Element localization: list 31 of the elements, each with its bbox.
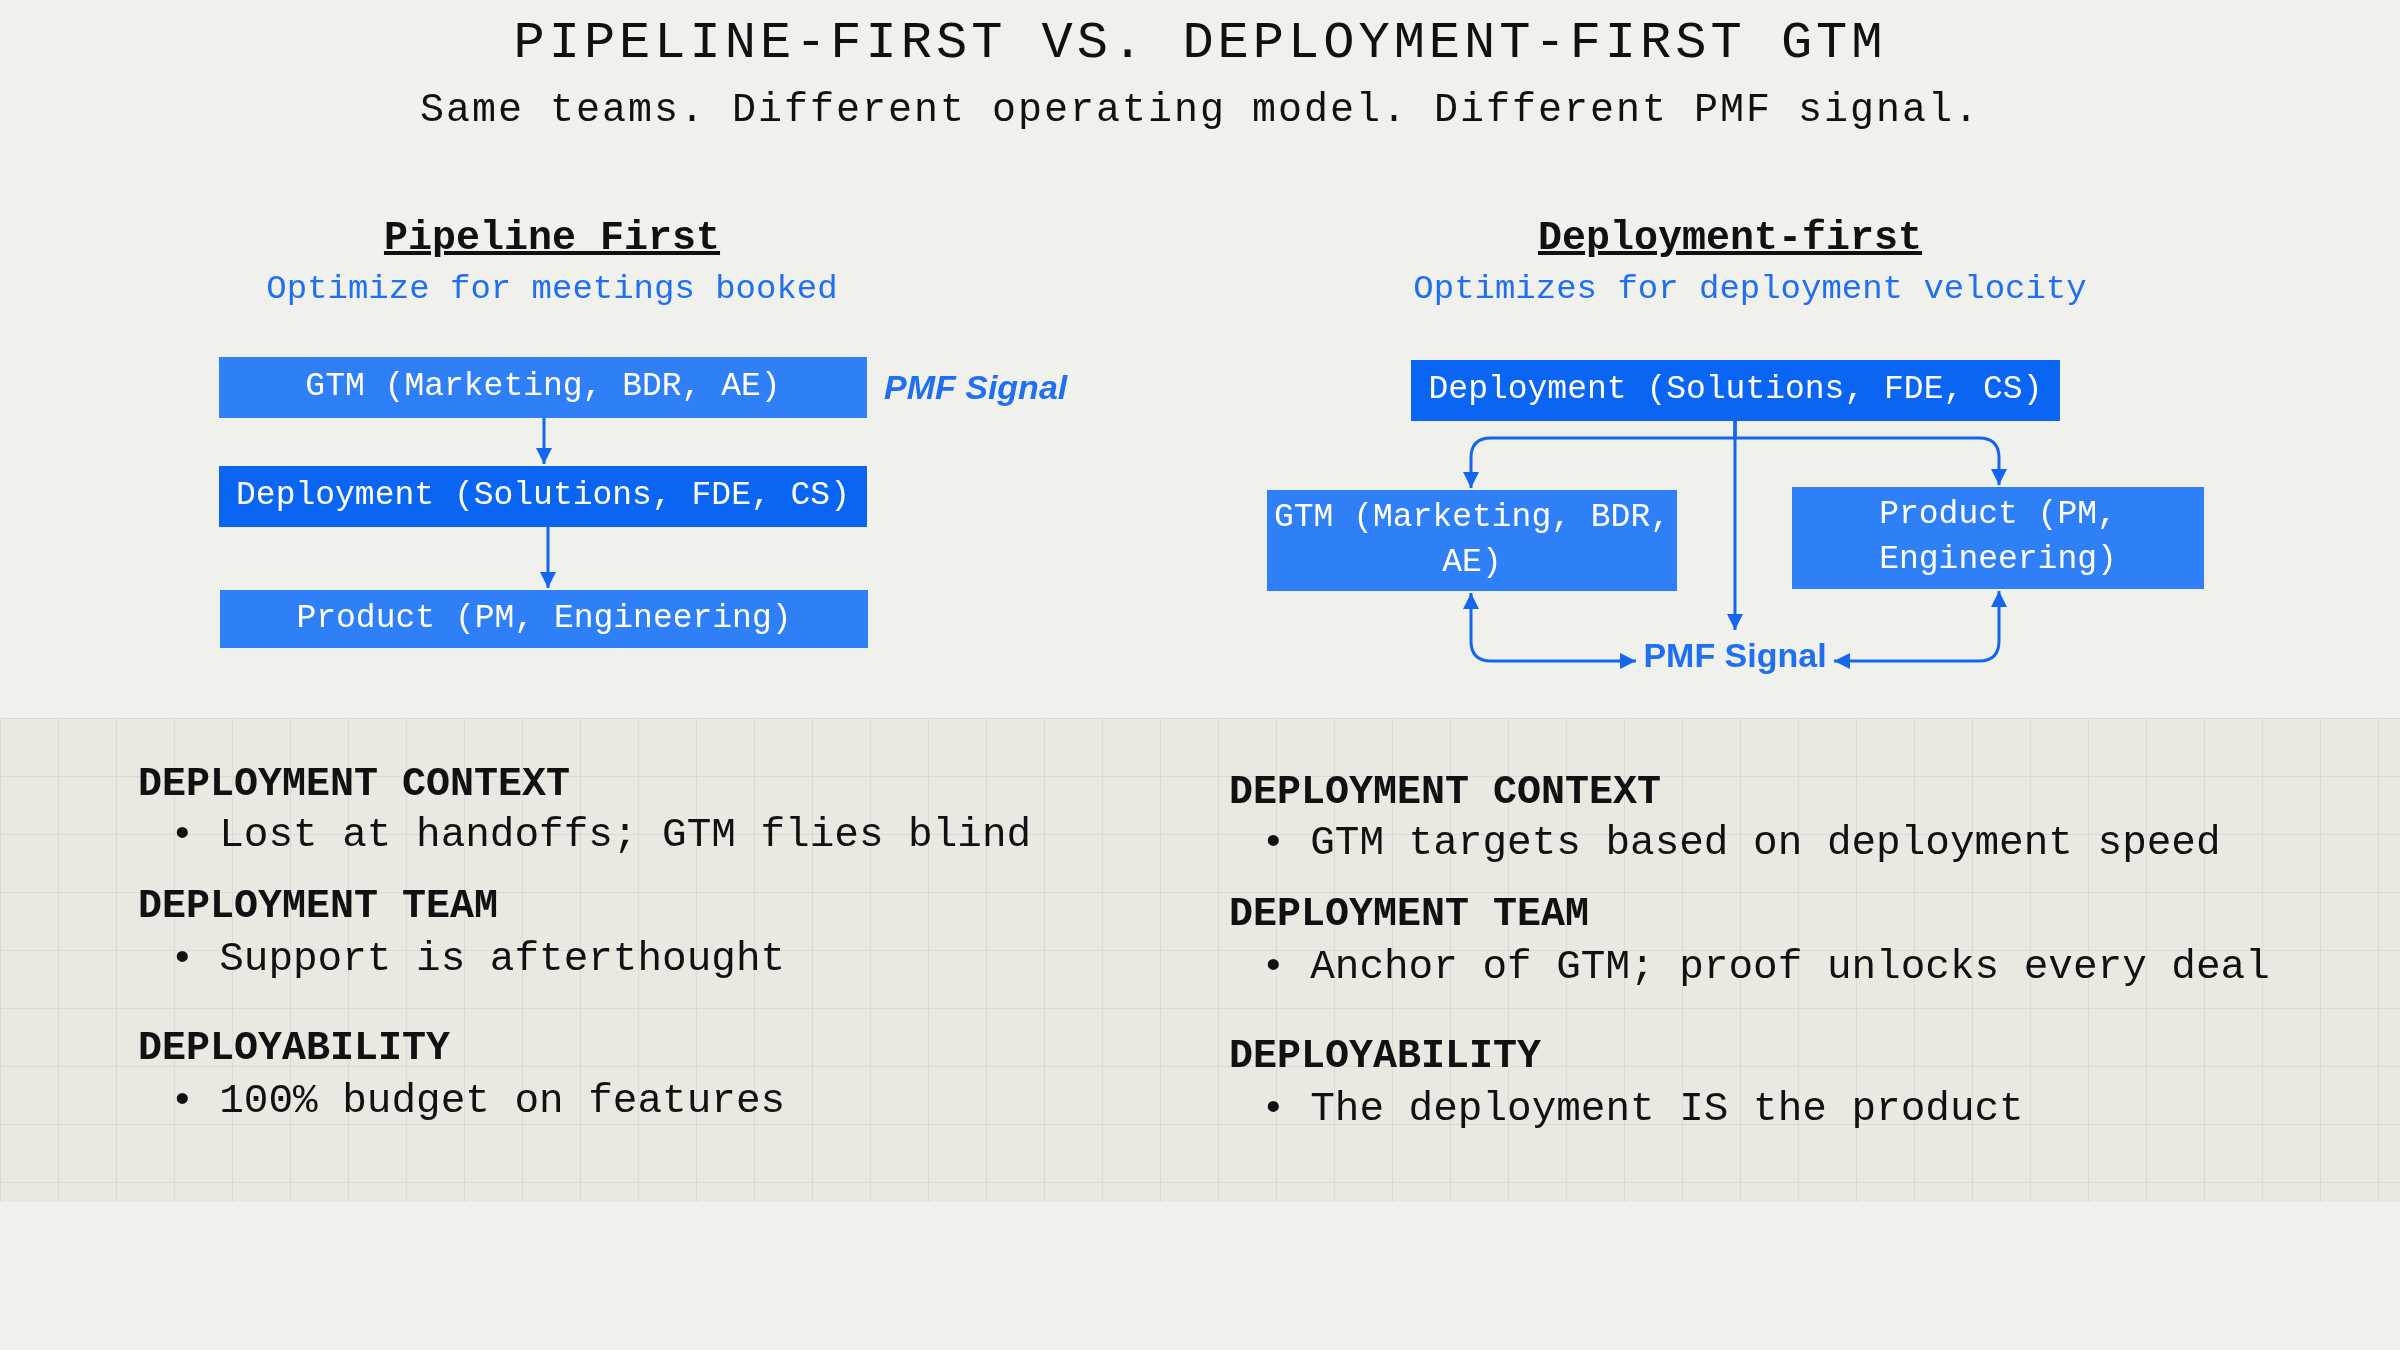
- column-heading: Pipeline First: [382, 216, 722, 261]
- process-box: GTM (Marketing, BDR, AE): [219, 357, 867, 418]
- bullet-item: • Lost at handoffs; GTM flies blind: [170, 812, 1032, 858]
- section-heading: DEPLOYMENT CONTEXT: [1229, 770, 1662, 815]
- arrow: [540, 527, 556, 588]
- title: PIPELINE-FIRST VS. DEPLOYMENT-FIRST GTM: [512, 14, 1888, 73]
- section-heading: DEPLOYMENT CONTEXT: [138, 762, 571, 807]
- bullet-item: • GTM targets based on deployment speed: [1261, 820, 2221, 866]
- bullet-item: • The deployment IS the product: [1261, 1086, 2024, 1132]
- bullet-item: • 100% budget on features: [170, 1078, 786, 1124]
- section-heading: DEPLOYABILITY: [138, 1026, 451, 1071]
- arrow: [1834, 591, 2007, 669]
- column-subtitle: Optimize for meetings booked: [265, 270, 839, 308]
- process-box: Deployment (Solutions, FDE, CS): [219, 466, 867, 527]
- bullet-item: • Anchor of GTM; proof unlocks every deal: [1261, 944, 2270, 990]
- arrow: [536, 418, 552, 464]
- section-heading: DEPLOYMENT TEAM: [138, 884, 499, 929]
- process-box: Deployment (Solutions, FDE, CS): [1411, 360, 2060, 421]
- column-heading: Deployment-first: [1538, 216, 1923, 261]
- section-heading: DEPLOYMENT TEAM: [1229, 892, 1590, 937]
- process-box: Product (PM, Engineering): [220, 590, 868, 648]
- side-note: PMF Signal: [884, 368, 1068, 407]
- signal-label: PMF Signal: [1643, 635, 1827, 677]
- process-box: GTM (Marketing, BDR, AE): [1267, 490, 1677, 591]
- column-subtitle: Optimizes for deployment velocity: [1412, 270, 2088, 308]
- section-heading: DEPLOYABILITY: [1229, 1034, 1542, 1079]
- process-box: Product (PM, Engineering): [1792, 487, 2204, 589]
- arrow: [1727, 421, 1743, 630]
- arrow: [1463, 593, 1636, 669]
- subtitle: Same teams. Different operating model. Different PMF signal.: [418, 88, 1982, 133]
- bullet-item: • Support is afterthought: [170, 936, 786, 982]
